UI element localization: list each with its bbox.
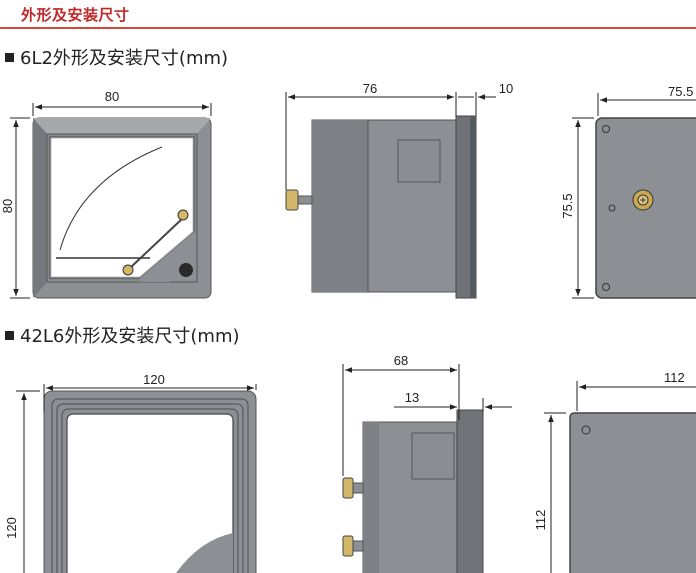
meter-42l6-side-view [342, 409, 484, 573]
meter-42l6-back-view [569, 412, 696, 573]
s2-side-flange-label: 13 [405, 390, 419, 405]
zero-adjust-knob-icon [179, 263, 193, 277]
section1-title: 6L2外形及安装尺寸(mm) [20, 48, 229, 69]
bullet-icon [5, 331, 14, 340]
section2-title: 42L6外形及安装尺寸(mm) [20, 326, 240, 347]
meter-6l2-back-view [595, 117, 696, 299]
bullet-icon [5, 53, 14, 62]
meter-6l2-side-view [285, 115, 477, 299]
s1-side-flange-label: 10 [499, 81, 513, 96]
s2-side-depth-label: 68 [394, 353, 408, 368]
s1-back-height-label: 75.5 [560, 193, 575, 218]
s2-front-width-label: 120 [143, 372, 165, 387]
header-title: 外形及安装尺寸 [21, 6, 130, 24]
meter-42l6-front-view [43, 390, 257, 573]
page-header: 外形及安装尺寸 [0, 0, 696, 30]
meter-6l2-front-view [32, 117, 212, 299]
terminal-icon [285, 189, 299, 211]
s1-back-width-label: 75.5 [668, 84, 693, 99]
section1-heading: 6L2外形及安装尺寸(mm) [5, 44, 228, 70]
section2-heading: 42L6外形及安装尺寸(mm) [5, 322, 240, 348]
s2-back-width-label: 112 [664, 370, 685, 385]
terminal-icon [342, 477, 354, 499]
s2-back-height-label: 112 [533, 510, 548, 531]
s1-side-depth-label: 76 [363, 81, 377, 96]
s2-front-height-label: 120 [4, 517, 19, 539]
s1-front-width-label: 80 [105, 89, 119, 104]
terminal-icon [342, 535, 354, 557]
s1-front-height-label: 80 [0, 199, 15, 213]
header-divider [0, 27, 696, 29]
